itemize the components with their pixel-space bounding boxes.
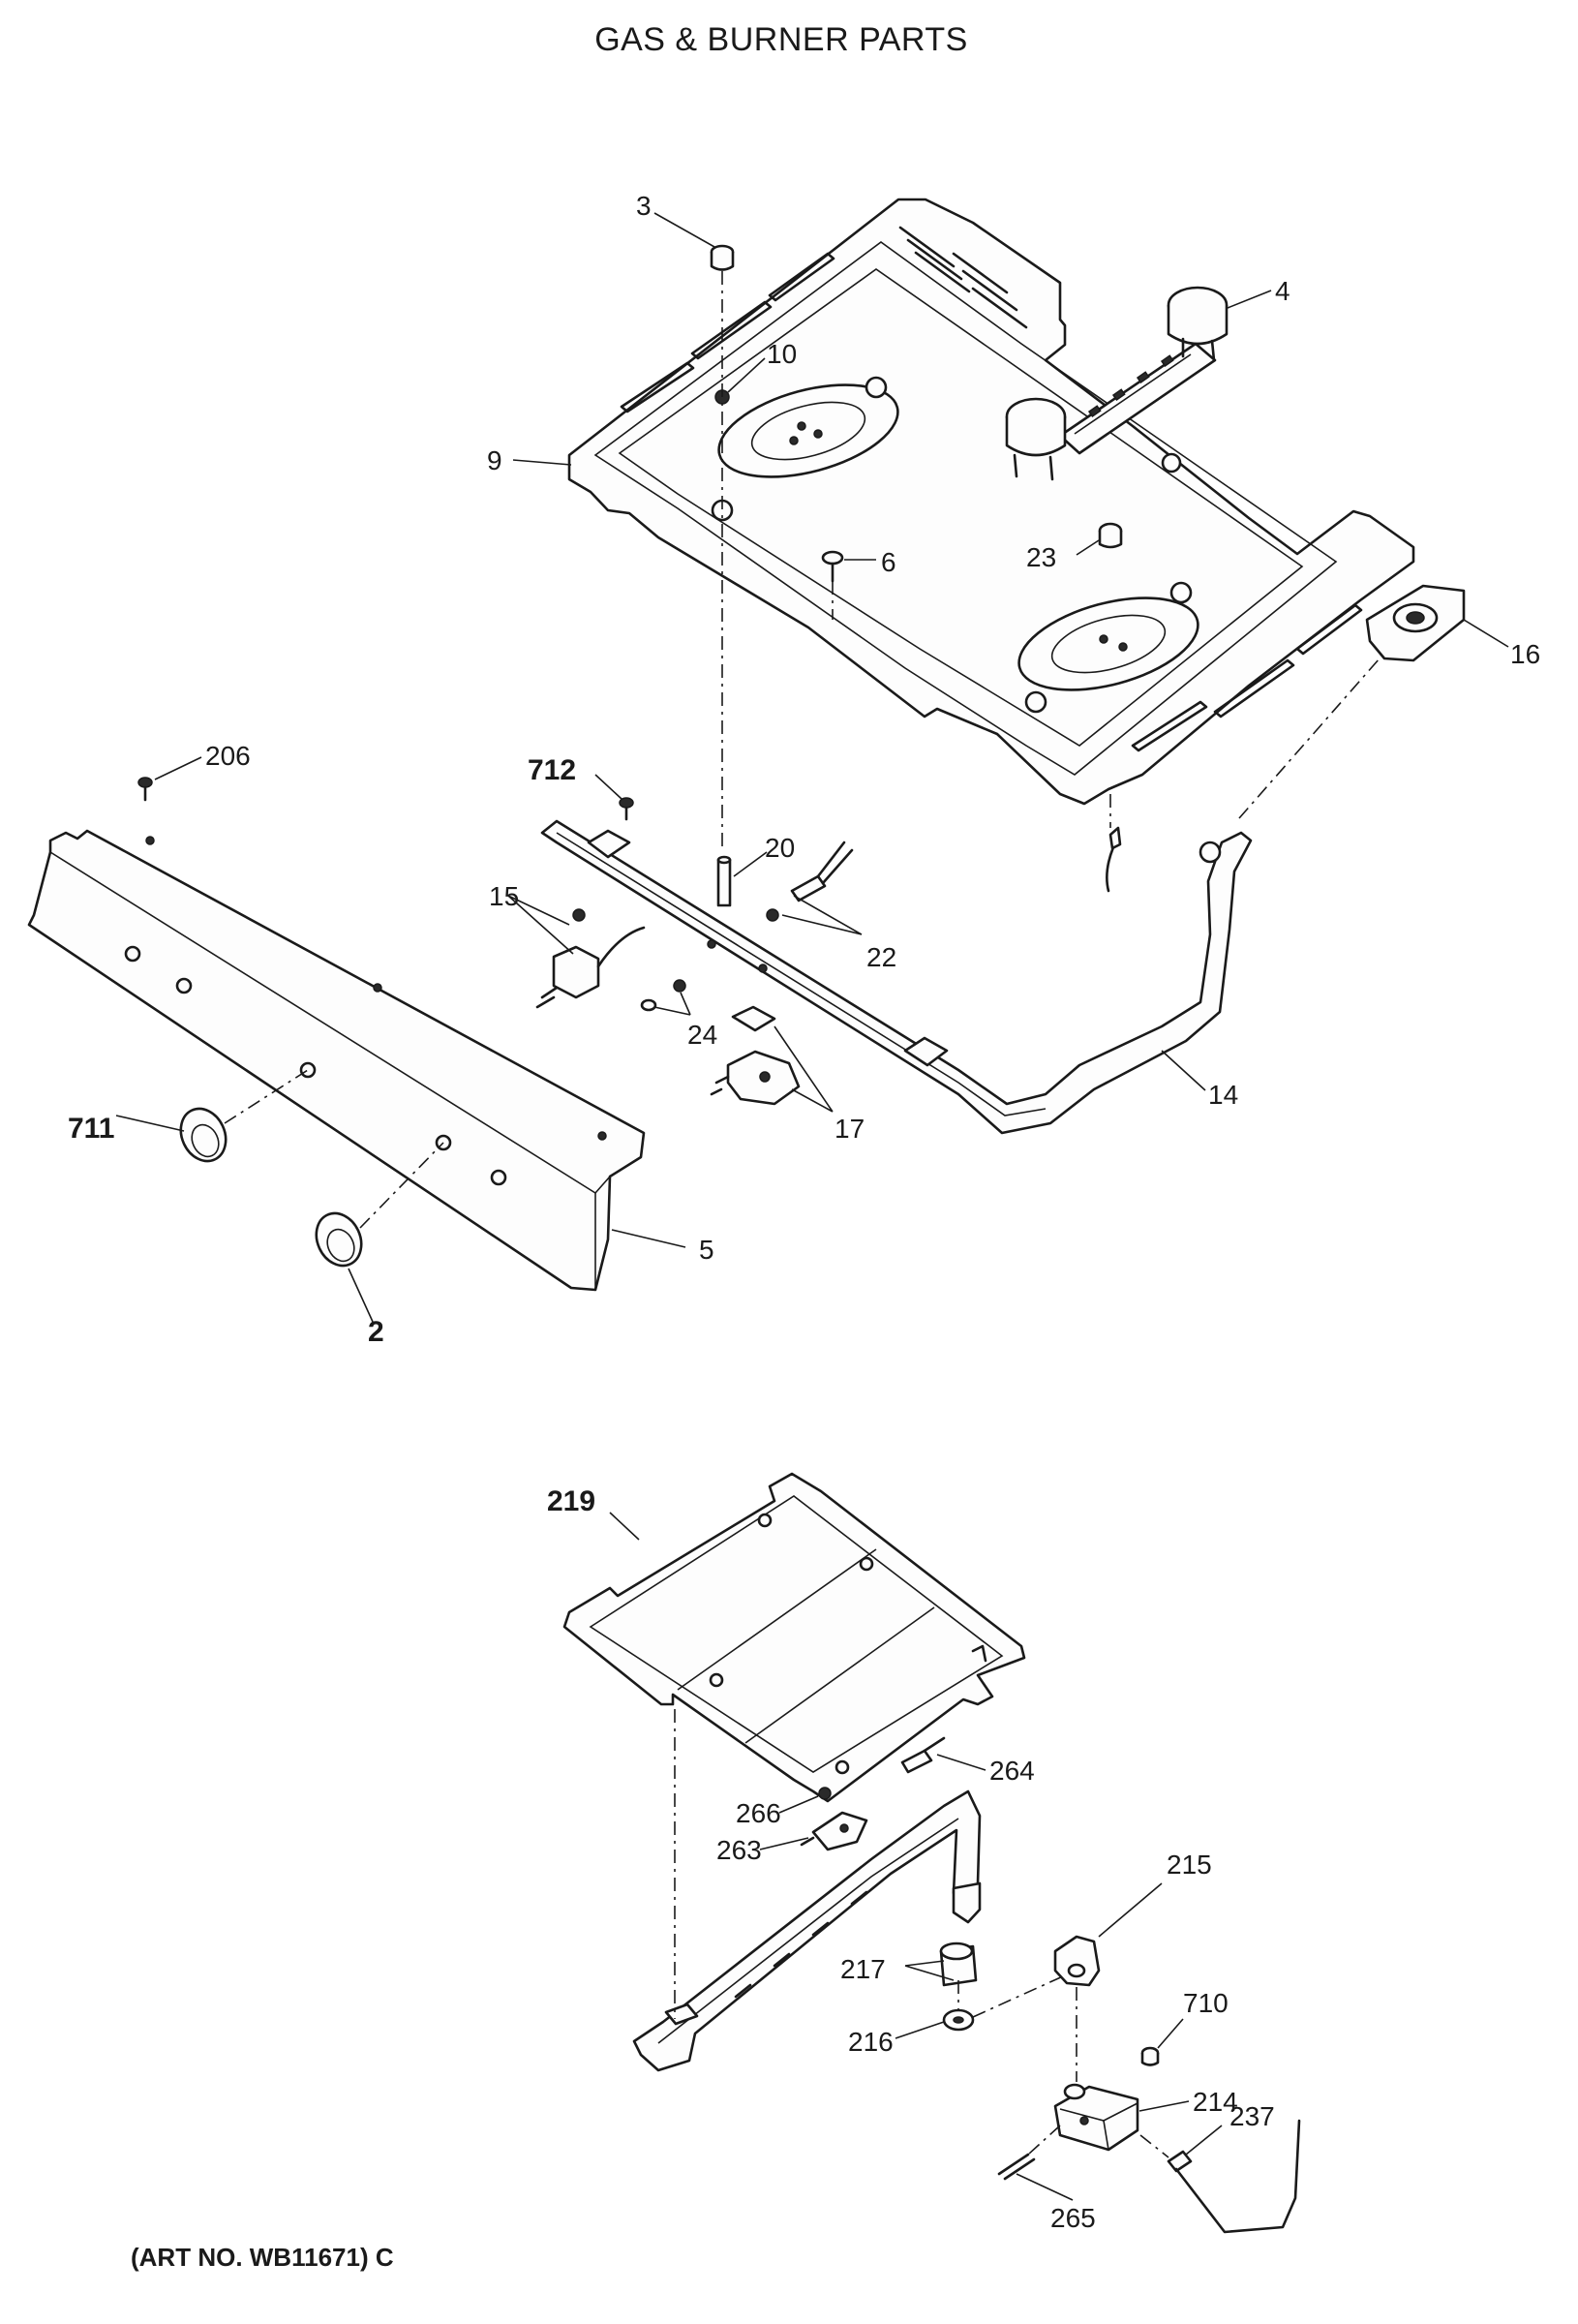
callout-24: 24 [687,1020,717,1050]
art-number: (ART NO. WB11671) C [131,2243,394,2272]
callout-711: 711 [68,1113,114,1145]
callout-265: 265 [1050,2203,1096,2233]
burner-pan-part [567,198,1415,806]
pan-screw-part [1106,826,1122,893]
adapter-part [939,1942,978,1987]
callout-15: 15 [489,881,519,911]
knob-part-711 [179,1107,228,1163]
knob-part-2 [315,1211,363,1268]
grommet-part-266 [818,1787,832,1800]
callout-710: 710 [1183,1988,1229,2018]
valve-part-214 [1053,2083,1139,2152]
callout-3: 3 [636,191,652,221]
spud-part [716,855,732,907]
oven-burner-part [632,1789,982,2072]
callout-264: 264 [989,1756,1035,1786]
burner-shield-part [562,1472,1026,1803]
callout-266: 266 [736,1798,781,1828]
screw-part-712 [619,797,634,821]
top-burner-part [1005,286,1229,481]
callout-237: 237 [1229,2101,1275,2131]
callout-22: 22 [866,942,896,972]
callout-14: 14 [1208,1080,1238,1110]
callout-6: 6 [881,547,896,577]
callout-2: 2 [368,1316,384,1348]
screw-part-6 [821,550,844,583]
callout-214: 214 [1193,2087,1238,2117]
callout-10: 10 [767,339,797,369]
callout-23: 23 [1026,542,1056,572]
callout-219: 219 [547,1485,595,1517]
callout-17: 17 [835,1114,865,1144]
callout-5: 5 [699,1235,714,1265]
screw-part-206 [137,777,153,802]
callout-217: 217 [840,1954,886,1984]
callout-20: 20 [765,833,795,863]
callout-712: 712 [528,754,576,786]
valve-part-15 [535,908,646,1009]
callout-4: 4 [1275,276,1290,306]
screw-part-24 [640,979,686,1012]
manifold-tube-part [540,819,1253,1135]
thermocouple-part [1167,2119,1301,2234]
callout-16: 16 [1510,639,1540,669]
burner-bracket-part [1365,584,1466,662]
plug-part [710,244,735,271]
screw-part-265 [997,2153,1036,2181]
pilot-part [800,1811,868,1851]
valve-part-17 [710,1005,801,1106]
callout-216: 216 [848,2027,894,2057]
callout-206: 206 [205,741,251,771]
electrode-part-264 [900,1736,946,1774]
electrode-part [766,841,854,922]
nut-part [942,2008,975,2032]
bracket-part-215 [1053,1935,1101,1987]
cap-part [1098,522,1123,549]
cap-part-710 [1140,2046,1160,2066]
callout-263: 263 [716,1835,762,1865]
callout-9: 9 [487,445,502,475]
callout-215: 215 [1167,1850,1212,1880]
control-panel-part [27,829,646,1292]
page-title: GAS & BURNER PARTS [594,21,968,58]
